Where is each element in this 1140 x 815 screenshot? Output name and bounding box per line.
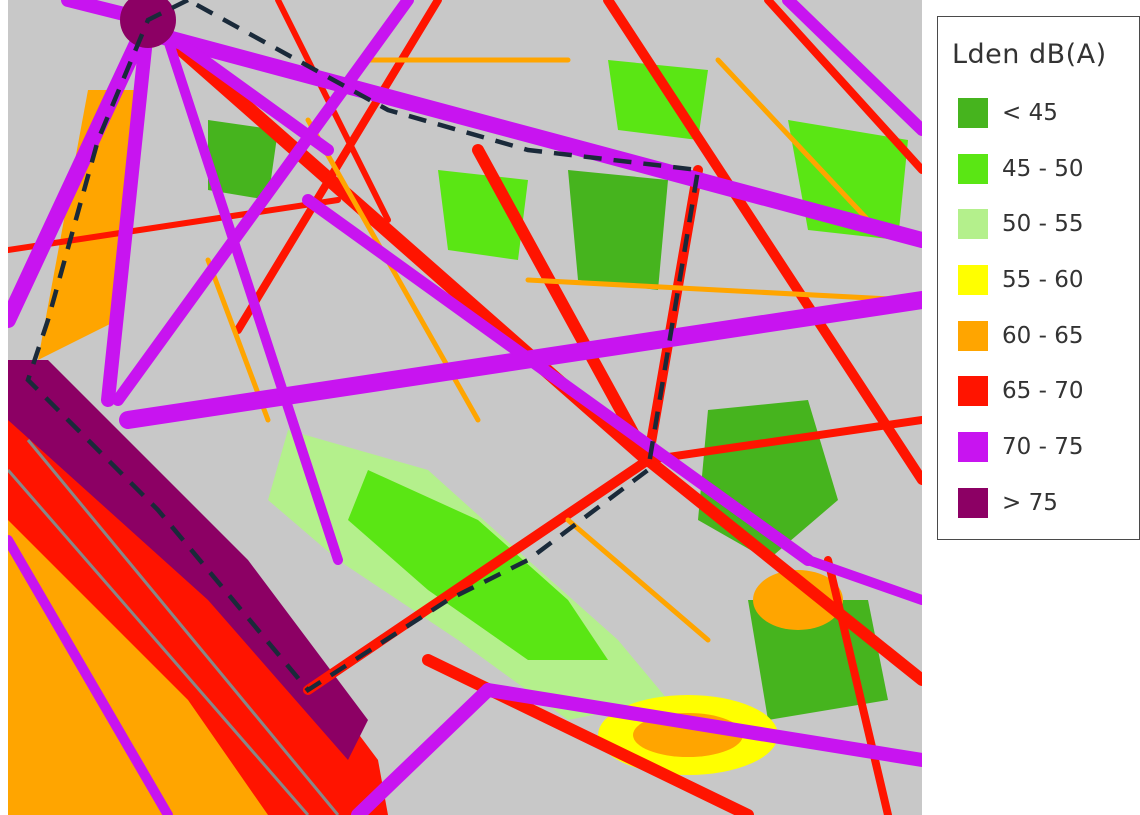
legend-item: > 75 bbox=[958, 475, 1083, 531]
legend-item: 55 - 60 bbox=[958, 252, 1083, 308]
legend-label: 45 - 50 bbox=[1002, 155, 1084, 182]
legend-item: 70 - 75 bbox=[958, 419, 1083, 475]
boulevard-south-east bbox=[481, 683, 922, 767]
quiet-zone-block-center bbox=[568, 170, 668, 290]
boulevard-diagonal bbox=[112, 0, 414, 406]
legend-swatch bbox=[958, 487, 988, 518]
legend-label: 60 - 65 bbox=[1002, 322, 1084, 349]
legend-label: 50 - 55 bbox=[1002, 211, 1084, 238]
boulevard-ne-corner bbox=[782, 0, 922, 136]
legend-swatch bbox=[958, 97, 988, 128]
legend-swatch bbox=[958, 320, 988, 351]
legend-swatch bbox=[958, 264, 988, 295]
road-southeast-vertical bbox=[824, 556, 892, 815]
legend-item: < 45 bbox=[958, 85, 1083, 141]
legend-label: < 45 bbox=[1002, 99, 1058, 126]
legend-item: 65 - 70 bbox=[958, 363, 1083, 419]
rail-viaduct bbox=[8, 360, 368, 760]
legend-swatch bbox=[958, 431, 988, 462]
legend-label: > 75 bbox=[1002, 489, 1058, 516]
legend-title: Lden dB(A) bbox=[952, 39, 1107, 70]
boulevard-south bbox=[163, 35, 343, 565]
road-east bbox=[644, 416, 922, 464]
boulevard-northwest bbox=[8, 12, 156, 328]
road-south bbox=[422, 654, 754, 815]
boulevard-west bbox=[101, 13, 155, 407]
study-area-boundary bbox=[25, 0, 701, 693]
legend-swatch bbox=[958, 376, 988, 407]
noise-map-canvas bbox=[8, 0, 922, 815]
boulevard-southeast bbox=[302, 194, 814, 566]
boulevard-south-west bbox=[351, 683, 495, 815]
junction-high-noise bbox=[120, 0, 176, 48]
road-northwest-diagonal bbox=[234, 0, 442, 334]
noise-map[interactable] bbox=[8, 0, 922, 815]
street-6 bbox=[565, 517, 711, 643]
legend-label: 65 - 70 bbox=[1002, 378, 1084, 405]
zone-east-junction bbox=[753, 570, 843, 630]
quiet-zone-park-core bbox=[348, 470, 608, 660]
roads-70-75 bbox=[8, 0, 922, 815]
legend-swatch bbox=[958, 153, 988, 184]
boulevard-rail-west bbox=[8, 535, 173, 815]
road-west bbox=[8, 197, 341, 253]
legend-label: 55 - 60 bbox=[1002, 266, 1084, 293]
legend-label: 70 - 75 bbox=[1002, 433, 1084, 460]
legend-items: < 45 45 - 50 50 - 55 55 - 60 60 - 65 65 - 70 7… bbox=[958, 85, 1083, 531]
rail-track-2 bbox=[8, 469, 310, 815]
boulevard-east-exit bbox=[803, 555, 922, 605]
boulevard-northeast bbox=[142, 14, 334, 156]
road-ne-corner bbox=[764, 0, 922, 174]
street-2 bbox=[525, 277, 911, 303]
rail-corridor bbox=[8, 360, 388, 815]
legend-item: 50 - 55 bbox=[958, 196, 1083, 252]
legend-item: 60 - 65 bbox=[958, 308, 1083, 364]
quiet-zone-block-north bbox=[208, 120, 278, 200]
road-southeast bbox=[642, 454, 922, 686]
legend-swatch bbox=[958, 209, 988, 240]
road-to-star bbox=[472, 144, 654, 466]
boulevard-north bbox=[130, 22, 922, 248]
street-4 bbox=[715, 57, 871, 223]
rail-track-1 bbox=[26, 439, 340, 815]
map-legend: Lden dB(A) < 45 45 - 50 50 - 55 55 - 60 60 -… bbox=[937, 16, 1140, 540]
legend-item: 45 - 50 bbox=[958, 141, 1083, 197]
road-northeast-diagonal bbox=[603, 0, 922, 485]
